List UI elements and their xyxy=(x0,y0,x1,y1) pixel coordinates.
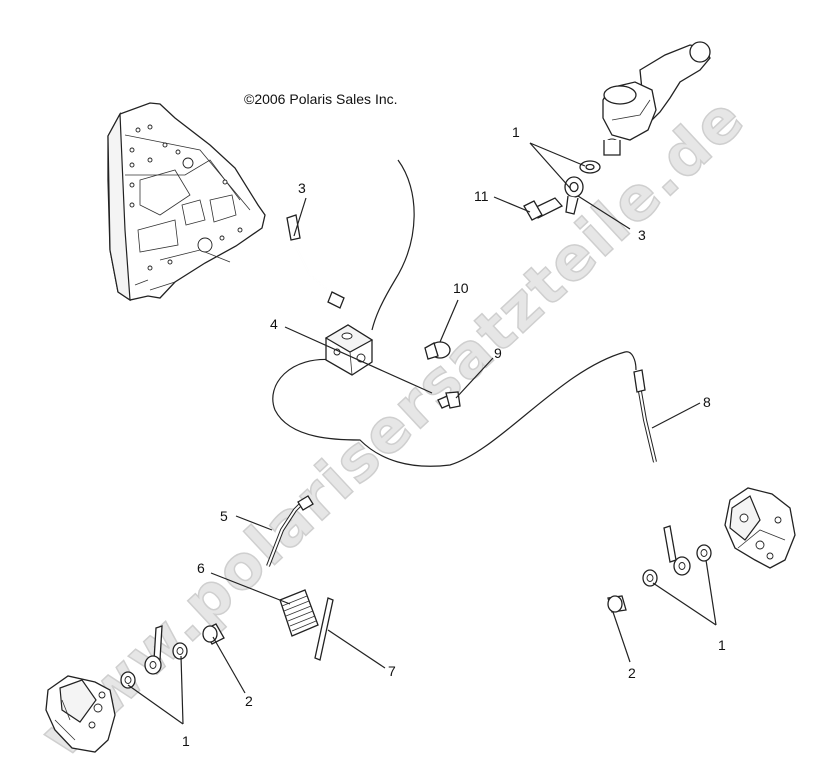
callout-3-right: 3 xyxy=(638,227,646,243)
bolt-left-2 xyxy=(202,623,225,645)
callout-11: 11 xyxy=(474,188,489,204)
callout-6: 6 xyxy=(197,560,205,576)
fitting-left xyxy=(144,625,163,675)
fitting-right xyxy=(663,525,691,576)
callout-9: 9 xyxy=(494,345,502,361)
washer-left-a xyxy=(172,642,188,660)
copyright-text: ©2006 Polaris Sales Inc. xyxy=(244,91,398,107)
callout-4: 4 xyxy=(270,316,278,332)
frame-bracket xyxy=(107,102,266,302)
callout-2-left: 2 xyxy=(245,693,253,709)
junction-block xyxy=(324,324,374,376)
callout-1-left: 1 xyxy=(182,733,190,749)
brake-line-upper xyxy=(371,159,415,331)
banjo-bolt-11 xyxy=(523,197,564,221)
pin-7 xyxy=(314,597,334,661)
master-cylinder xyxy=(602,41,711,156)
bolt-right-2 xyxy=(607,595,627,613)
callout-8: 8 xyxy=(703,394,711,410)
callout-1-top: 1 xyxy=(512,124,520,140)
leader-lines xyxy=(127,142,717,725)
callout-10: 10 xyxy=(453,280,469,296)
brake-line-3 xyxy=(286,214,345,309)
caliper-left xyxy=(45,675,116,753)
callout-1-right: 1 xyxy=(718,637,726,653)
spring-6 xyxy=(279,589,319,637)
screw-9 xyxy=(437,391,461,409)
washer-top xyxy=(579,160,601,174)
washer-right-a xyxy=(696,544,712,562)
washer-right-b xyxy=(642,569,658,587)
brake-line-5 xyxy=(266,495,314,567)
banjo-fitting-top xyxy=(564,176,584,215)
callout-7: 7 xyxy=(388,663,396,679)
brake-line-8 xyxy=(633,369,657,463)
callout-2-right: 2 xyxy=(628,665,636,681)
brake-line-lower-loop xyxy=(272,351,637,467)
callout-3-left: 3 xyxy=(298,180,306,196)
washer-left-b xyxy=(120,671,136,689)
caliper-right xyxy=(724,487,796,569)
callout-5: 5 xyxy=(220,508,228,524)
